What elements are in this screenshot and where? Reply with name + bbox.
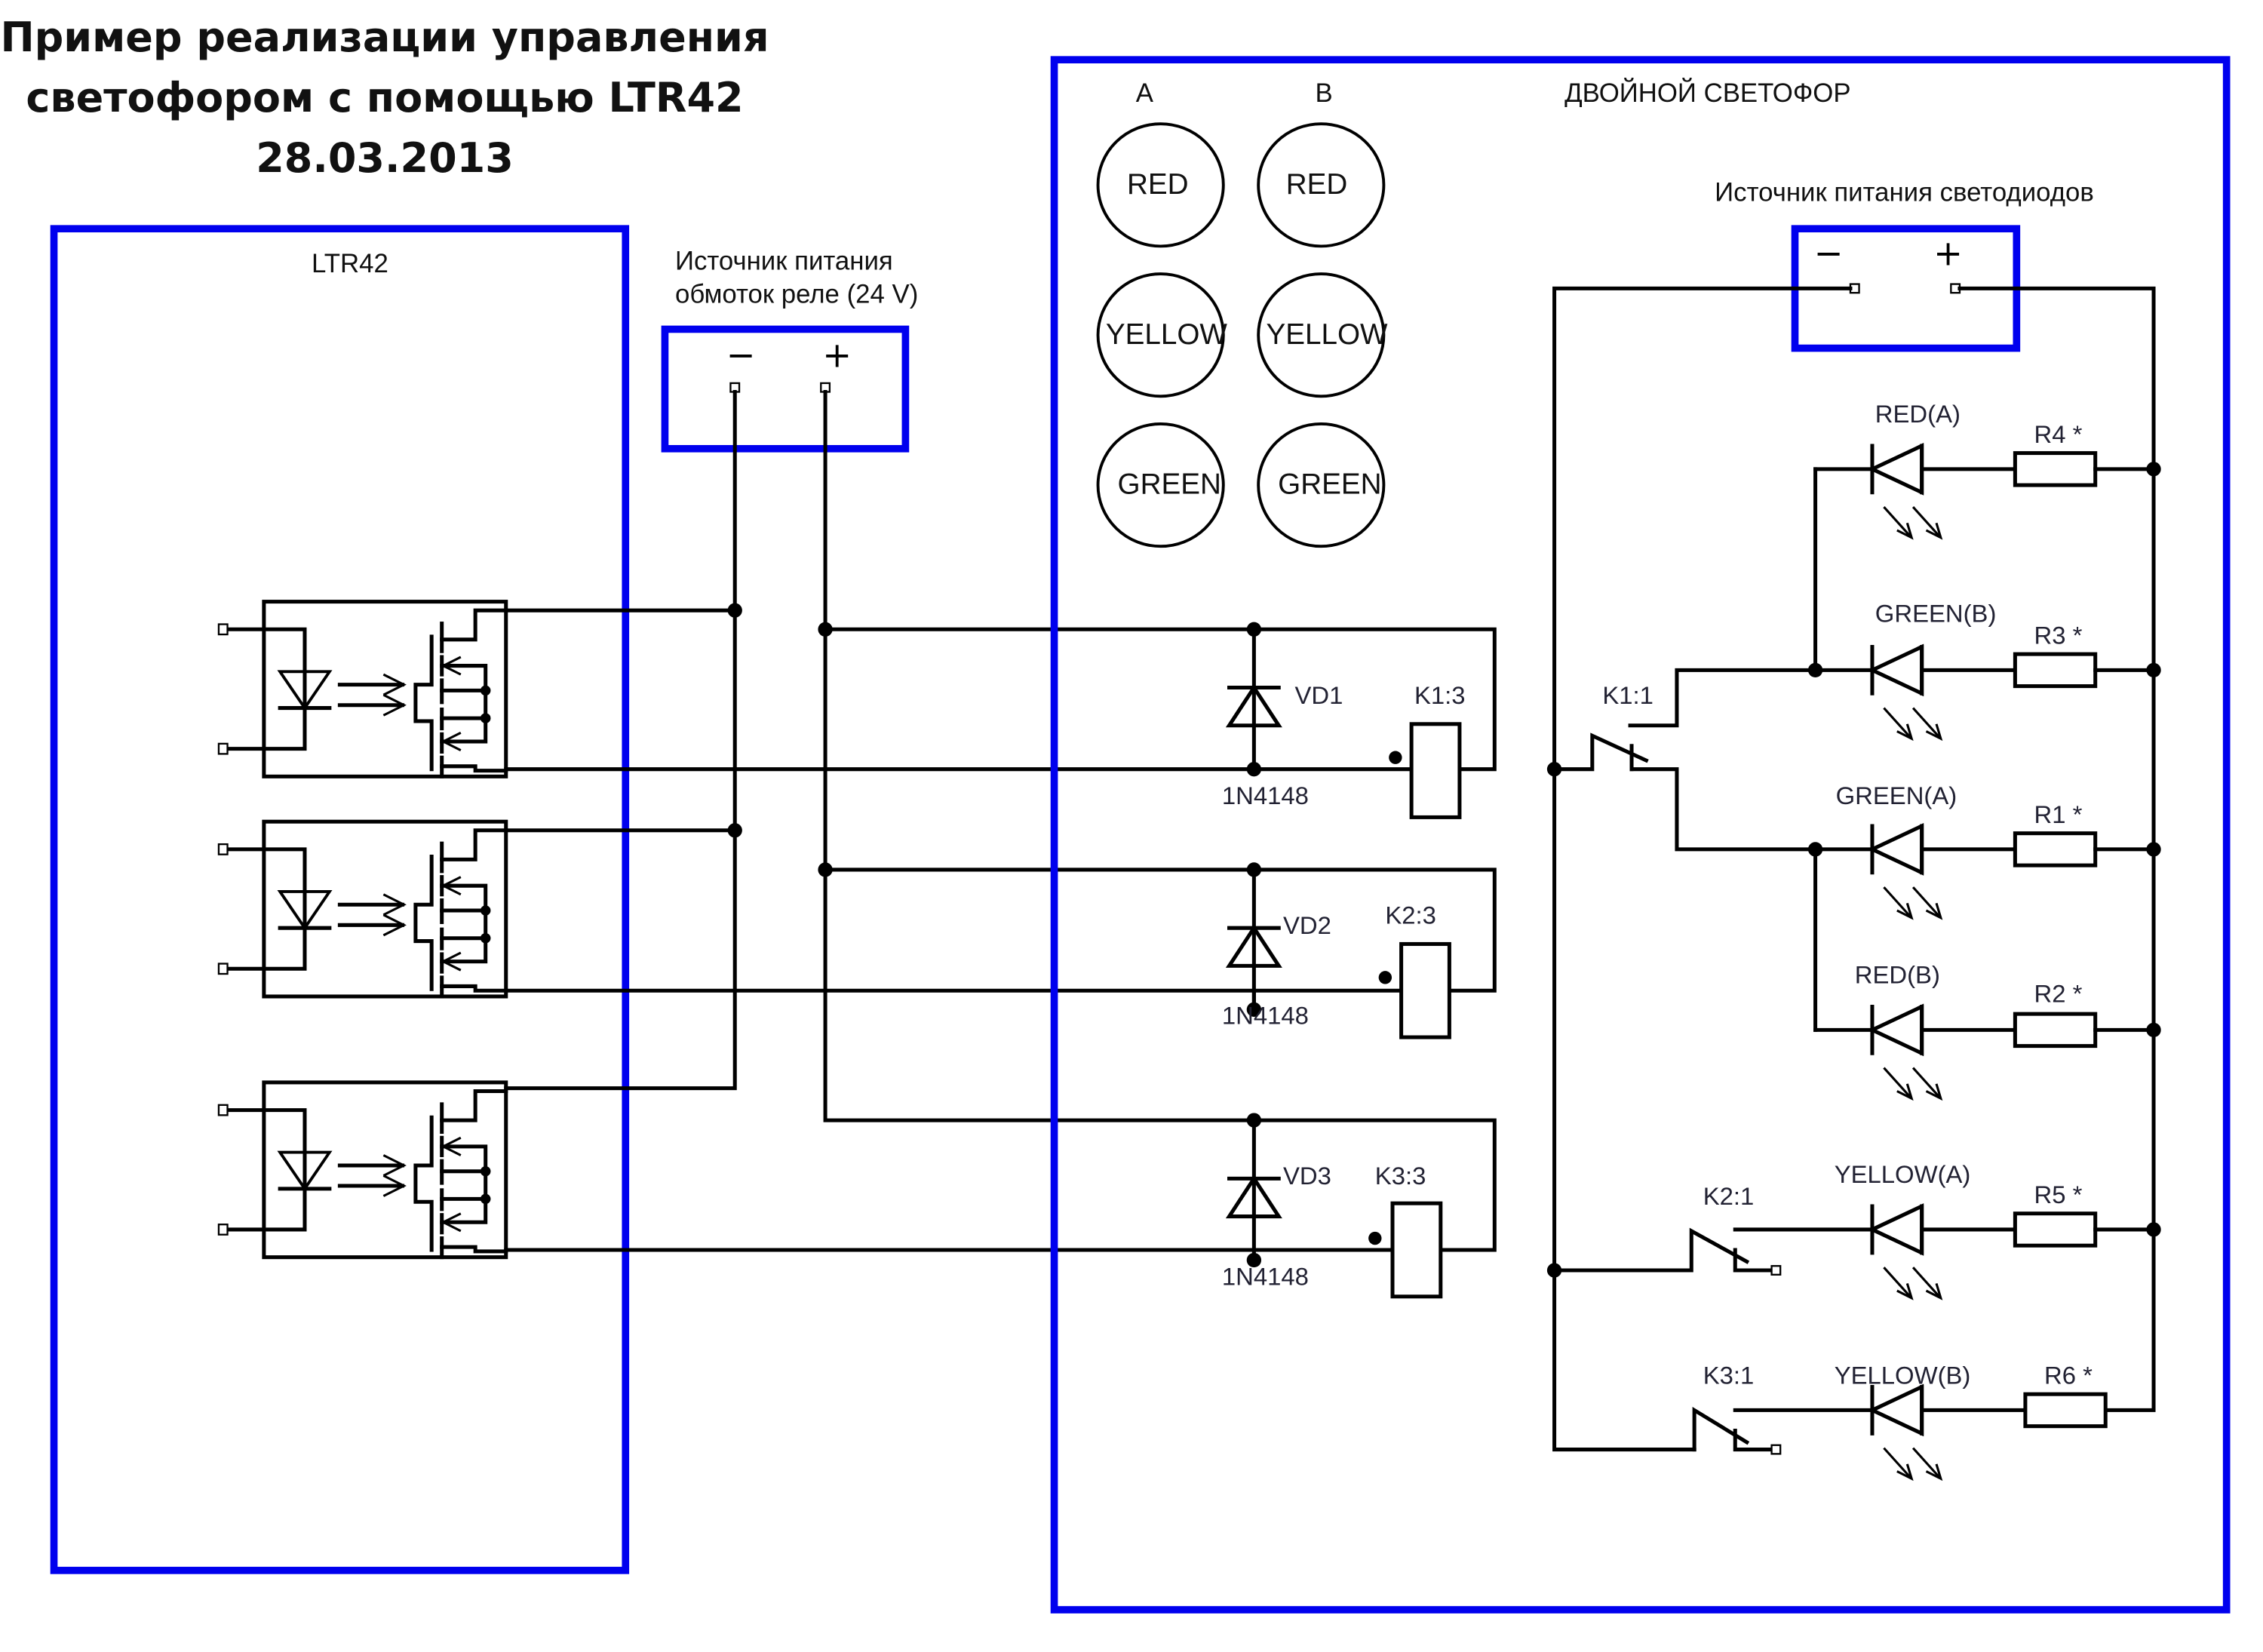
svg-text:GREEN(A): GREEN(A) bbox=[1836, 781, 1957, 809]
svg-text:YELLOW: YELLOW bbox=[1266, 318, 1388, 351]
column-a-label: A bbox=[1136, 79, 1154, 108]
traffic-light-label: ДВОЙНОЙ СВЕТОФОР bbox=[1564, 78, 1850, 108]
svg-text:R6 *: R6 * bbox=[2044, 1362, 2093, 1389]
svg-text:YELLOW(B): YELLOW(B) bbox=[1835, 1362, 1971, 1389]
coil-k3-label: K3:3 bbox=[1375, 1162, 1426, 1190]
relay-minus-bus bbox=[504, 389, 742, 1091]
diode-vd2-part: 1N4148 bbox=[1222, 1002, 1309, 1030]
relay-psu-label-1: Источник питания bbox=[675, 247, 893, 275]
diode-vd2-label: VD2 bbox=[1283, 911, 1331, 939]
title-line-1: Пример реализации управления bbox=[0, 14, 769, 61]
optocoupler-1 bbox=[219, 602, 506, 777]
contact-k1-1: K1:1 bbox=[1552, 668, 1818, 852]
diode-vd1 bbox=[1230, 622, 1279, 777]
ltr42-frame bbox=[50, 225, 630, 1574]
lamp-a-red: RED bbox=[1096, 122, 1225, 248]
lamp-a-green: GREEN bbox=[1096, 422, 1225, 548]
svg-text:GREEN: GREEN bbox=[1118, 468, 1221, 501]
svg-text:R2 *: R2 * bbox=[2034, 980, 2083, 1008]
led-row-red-a: RED(A) R4 * bbox=[1813, 400, 2156, 538]
diagram-title: Пример реализации управления светофором … bbox=[0, 8, 769, 189]
coil-k2-label: K2:3 bbox=[1385, 901, 1436, 929]
relay-psu-plus: + bbox=[822, 335, 852, 376]
traffic-light-frame bbox=[1050, 56, 2231, 1614]
svg-text:R3 *: R3 * bbox=[2034, 622, 2083, 649]
led-psu-minus: − bbox=[1814, 233, 1844, 274]
svg-text:YELLOW: YELLOW bbox=[1106, 318, 1228, 351]
led-row-yellow-b: YELLOW(B) R6 * bbox=[1835, 1362, 2108, 1479]
svg-text:K2:1: K2:1 bbox=[1703, 1182, 1755, 1210]
diode-vd3 bbox=[1230, 1113, 1279, 1267]
svg-text:K1:1: K1:1 bbox=[1602, 681, 1653, 709]
coil-k1-label: K1:3 bbox=[1414, 681, 1466, 709]
relay-coil-k3 bbox=[1390, 1201, 1443, 1299]
svg-text:RED: RED bbox=[1286, 168, 1348, 201]
svg-text:R5 *: R5 * bbox=[2034, 1181, 2083, 1208]
relay-psu-label-2: обмоток реле (24 V) bbox=[675, 281, 918, 309]
contact-k3-1: K3:1 bbox=[1692, 1362, 1875, 1455]
contact-k2-1: K2:1 bbox=[1552, 1182, 1875, 1276]
svg-text:R1 *: R1 * bbox=[2034, 800, 2083, 828]
optocoupler-3 bbox=[219, 1082, 506, 1257]
led-psu-plus: + bbox=[1933, 233, 1963, 274]
lamp-b-yellow: YELLOW bbox=[1257, 272, 1388, 398]
title-line-2: светофором с помощью LTR42 bbox=[26, 74, 744, 121]
lamp-b-red: RED bbox=[1257, 122, 1386, 248]
relay-circuit-3: VD3 1N4148 K3:3 bbox=[1222, 1113, 1497, 1299]
relay-plus-bus bbox=[818, 389, 1256, 1122]
lamp-a-yellow: YELLOW bbox=[1096, 272, 1228, 398]
optocoupler-2 bbox=[219, 821, 506, 996]
diode-vd3-part: 1N4148 bbox=[1222, 1262, 1309, 1290]
svg-text:GREEN(B): GREEN(B) bbox=[1875, 600, 1997, 628]
svg-text:YELLOW(A): YELLOW(A) bbox=[1835, 1160, 1971, 1188]
led-row-yellow-a: YELLOW(A) R5 * bbox=[1835, 1160, 2156, 1298]
led-row-green-b: GREEN(B) R3 * bbox=[1813, 600, 2156, 738]
svg-text:K3:1: K3:1 bbox=[1703, 1362, 1755, 1389]
diode-vd1-part: 1N4148 bbox=[1222, 781, 1309, 809]
diode-vd3-label: VD3 bbox=[1283, 1162, 1331, 1190]
title-date: 28.03.2013 bbox=[256, 134, 514, 182]
relay-coil-k1 bbox=[1409, 722, 1462, 819]
svg-text:R4 *: R4 * bbox=[2034, 420, 2083, 448]
diode-vd1-label: VD1 bbox=[1294, 681, 1343, 709]
svg-text:GREEN: GREEN bbox=[1278, 468, 1381, 501]
led-minus-bus bbox=[1546, 286, 1853, 1452]
column-b-label: B bbox=[1316, 79, 1333, 108]
relay-circuit-2: VD2 1N4148 K2:3 bbox=[1222, 862, 1497, 1039]
ltr42-label: LTR42 bbox=[312, 250, 388, 278]
lamp-b-green: GREEN bbox=[1257, 422, 1386, 548]
led-psu-label: Источник питания светодиодов bbox=[1715, 179, 2094, 207]
led-row-green-a: GREEN(A) R1 * bbox=[1813, 781, 2156, 918]
led-row-red-b: RED(B) R2 * bbox=[1813, 961, 2156, 1099]
svg-text:RED: RED bbox=[1127, 168, 1189, 201]
relay-psu-minus: − bbox=[726, 335, 756, 376]
relay-coil-k2 bbox=[1399, 941, 1451, 1039]
relay-psu-frame bbox=[661, 325, 910, 453]
svg-text:RED(B): RED(B) bbox=[1855, 961, 1940, 989]
relay-circuit-1: VD1 1N4148 K1:3 bbox=[1222, 622, 1497, 819]
svg-text:RED(A): RED(A) bbox=[1875, 400, 1961, 428]
